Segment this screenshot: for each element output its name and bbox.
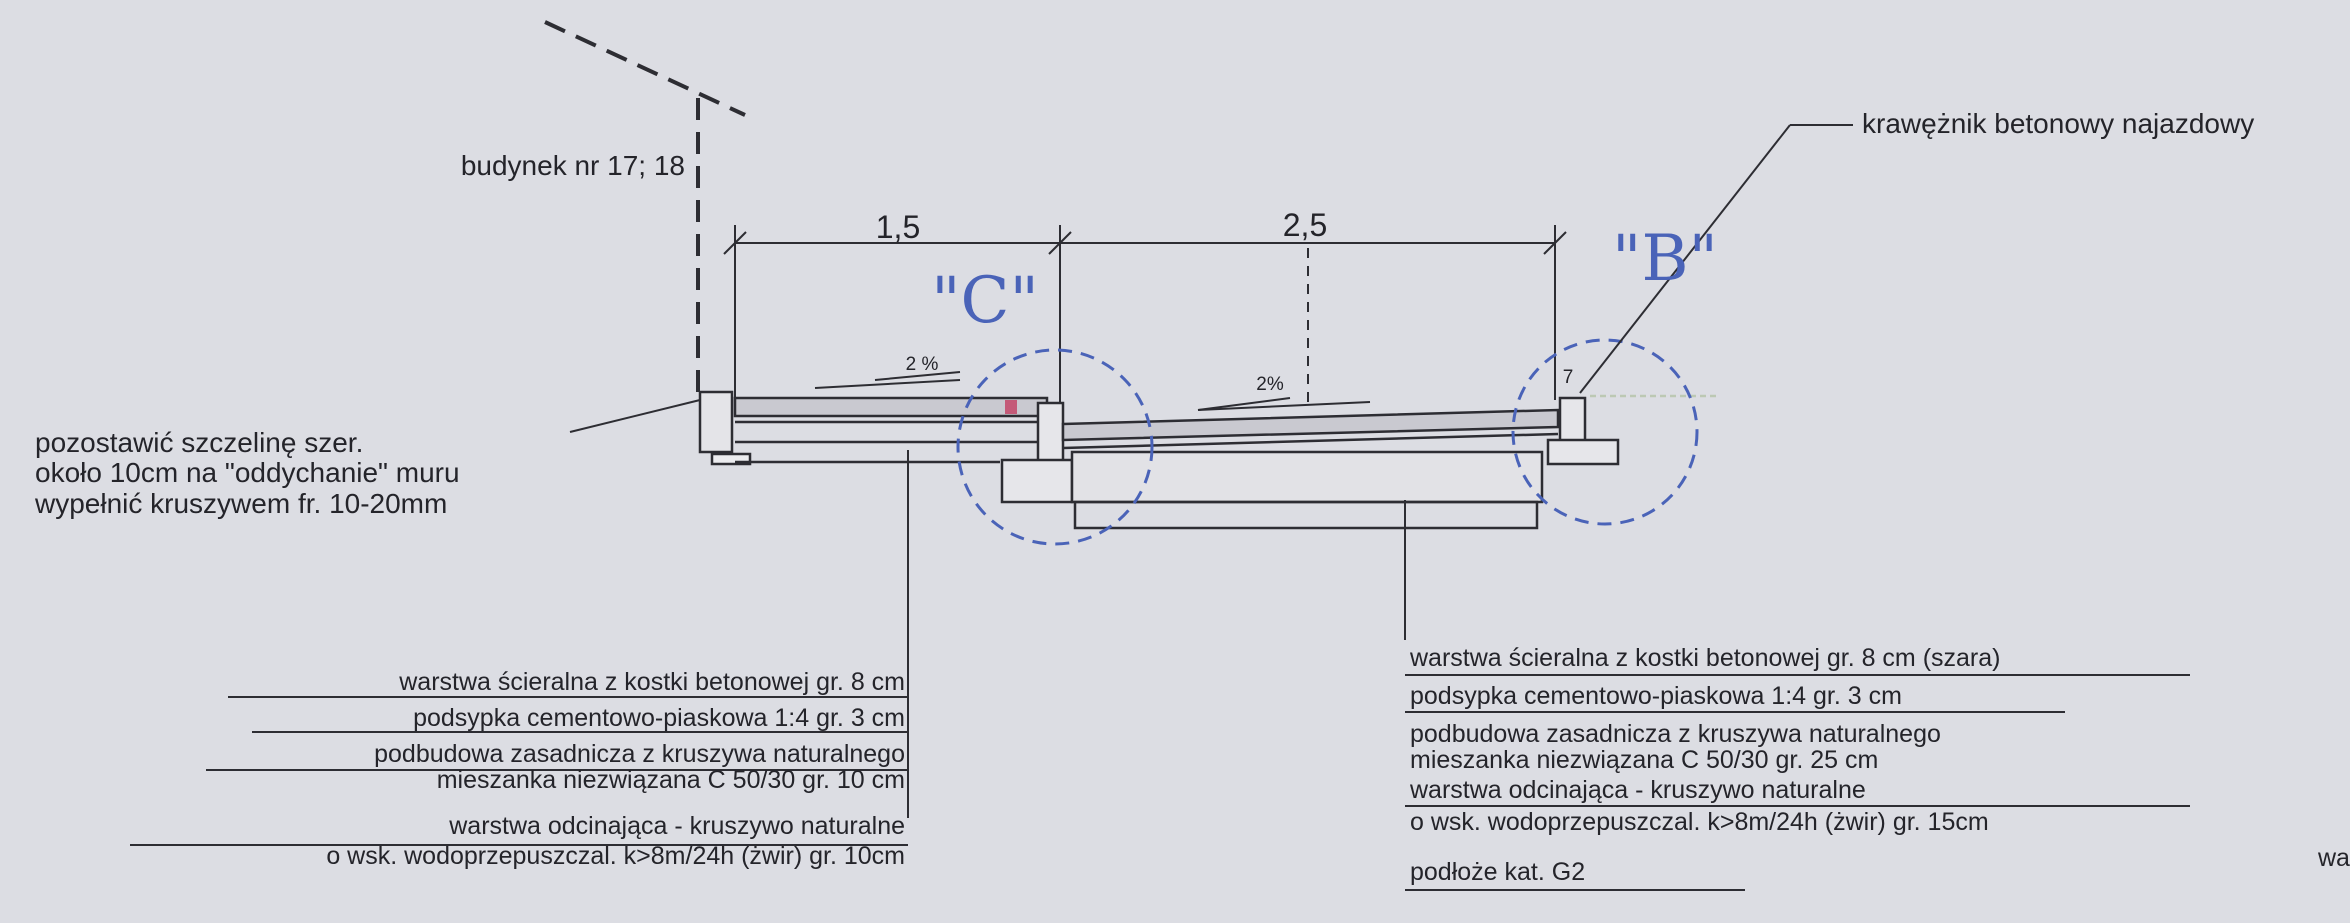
middle-curb bbox=[1000, 401, 1074, 504]
left-layer-list: warstwa ścieralna z kostki betonowej gr.… bbox=[326, 668, 905, 870]
detail-b-circle bbox=[1511, 338, 1699, 526]
gap-note: pozostawić szczelinę szer. około 10cm na… bbox=[34, 427, 460, 519]
building-label: budynek nr 17; 18 bbox=[461, 150, 685, 181]
slope-right: 2% bbox=[1256, 374, 1284, 395]
curb-number: 7 bbox=[1563, 367, 1574, 388]
right-layer-item: podłoże kat. G2 bbox=[1410, 858, 1585, 886]
right-layer-item: podbudowa zasadnicza z kruszywa naturaln… bbox=[1410, 720, 1941, 748]
edge-fragment: wa bbox=[2317, 844, 2350, 872]
right-curb bbox=[1546, 394, 1720, 466]
detail-b-mark: "B" bbox=[1612, 222, 1718, 296]
left-layer-item: mieszanka niezwiązana C 50/30 gr. 10 cm bbox=[437, 766, 905, 794]
dimension-right: 2,5 bbox=[1283, 207, 1327, 243]
right-layer-list: warstwa ścieralna z kostki betonowej gr.… bbox=[1409, 644, 2001, 886]
gap-note-line: około 10cm na "oddychanie" muru bbox=[35, 457, 460, 488]
left-layer-rules bbox=[130, 696, 908, 846]
building-outline bbox=[544, 20, 746, 400]
detail-c-circle bbox=[956, 348, 1154, 546]
right-layer-item: mieszanka niezwiązana C 50/30 gr. 25 cm bbox=[1410, 746, 1878, 774]
curb-label: krawężnik betonowy najazdowy bbox=[1862, 108, 2254, 139]
right-layer-item: warstwa ścieralna z kostki betonowej gr.… bbox=[1409, 644, 2001, 672]
slope-arrows bbox=[814, 371, 1371, 411]
dimension-line bbox=[723, 225, 1567, 410]
right-layer-rules bbox=[1405, 674, 2190, 891]
left-layer-item: o wsk. wodoprzepuszczal. k>8m/24h (żwir)… bbox=[326, 842, 905, 870]
left-layer-item: podbudowa zasadnicza z kruszywa naturaln… bbox=[374, 740, 905, 768]
right-road-section bbox=[1061, 408, 1560, 530]
dimension-left: 1,5 bbox=[876, 209, 920, 245]
left-pavement-section bbox=[698, 390, 1060, 466]
right-layer-item: warstwa odcinająca - kruszywo naturalne bbox=[1409, 776, 1866, 804]
right-layer-item: podsypka cementowo-piaskowa 1:4 gr. 3 cm bbox=[1410, 682, 1902, 710]
gap-note-line: pozostawić szczelinę szer. bbox=[35, 427, 363, 458]
slope-left: 2 % bbox=[906, 354, 939, 375]
left-layer-item: warstwa odcinająca - kruszywo naturalne bbox=[448, 812, 905, 840]
right-layer-item: o wsk. wodoprzepuszczal. k>8m/24h (żwir)… bbox=[1410, 808, 1989, 836]
leader-lines bbox=[569, 124, 1853, 818]
left-layer-item: podsypka cementowo-piaskowa 1:4 gr. 3 cm bbox=[413, 704, 905, 732]
detail-c-mark: "C" bbox=[931, 264, 1039, 338]
left-layer-item: warstwa ścieralna z kostki betonowej gr.… bbox=[398, 668, 905, 696]
gap-note-line: wypełnić kruszywem fr. 10-20mm bbox=[34, 488, 447, 519]
